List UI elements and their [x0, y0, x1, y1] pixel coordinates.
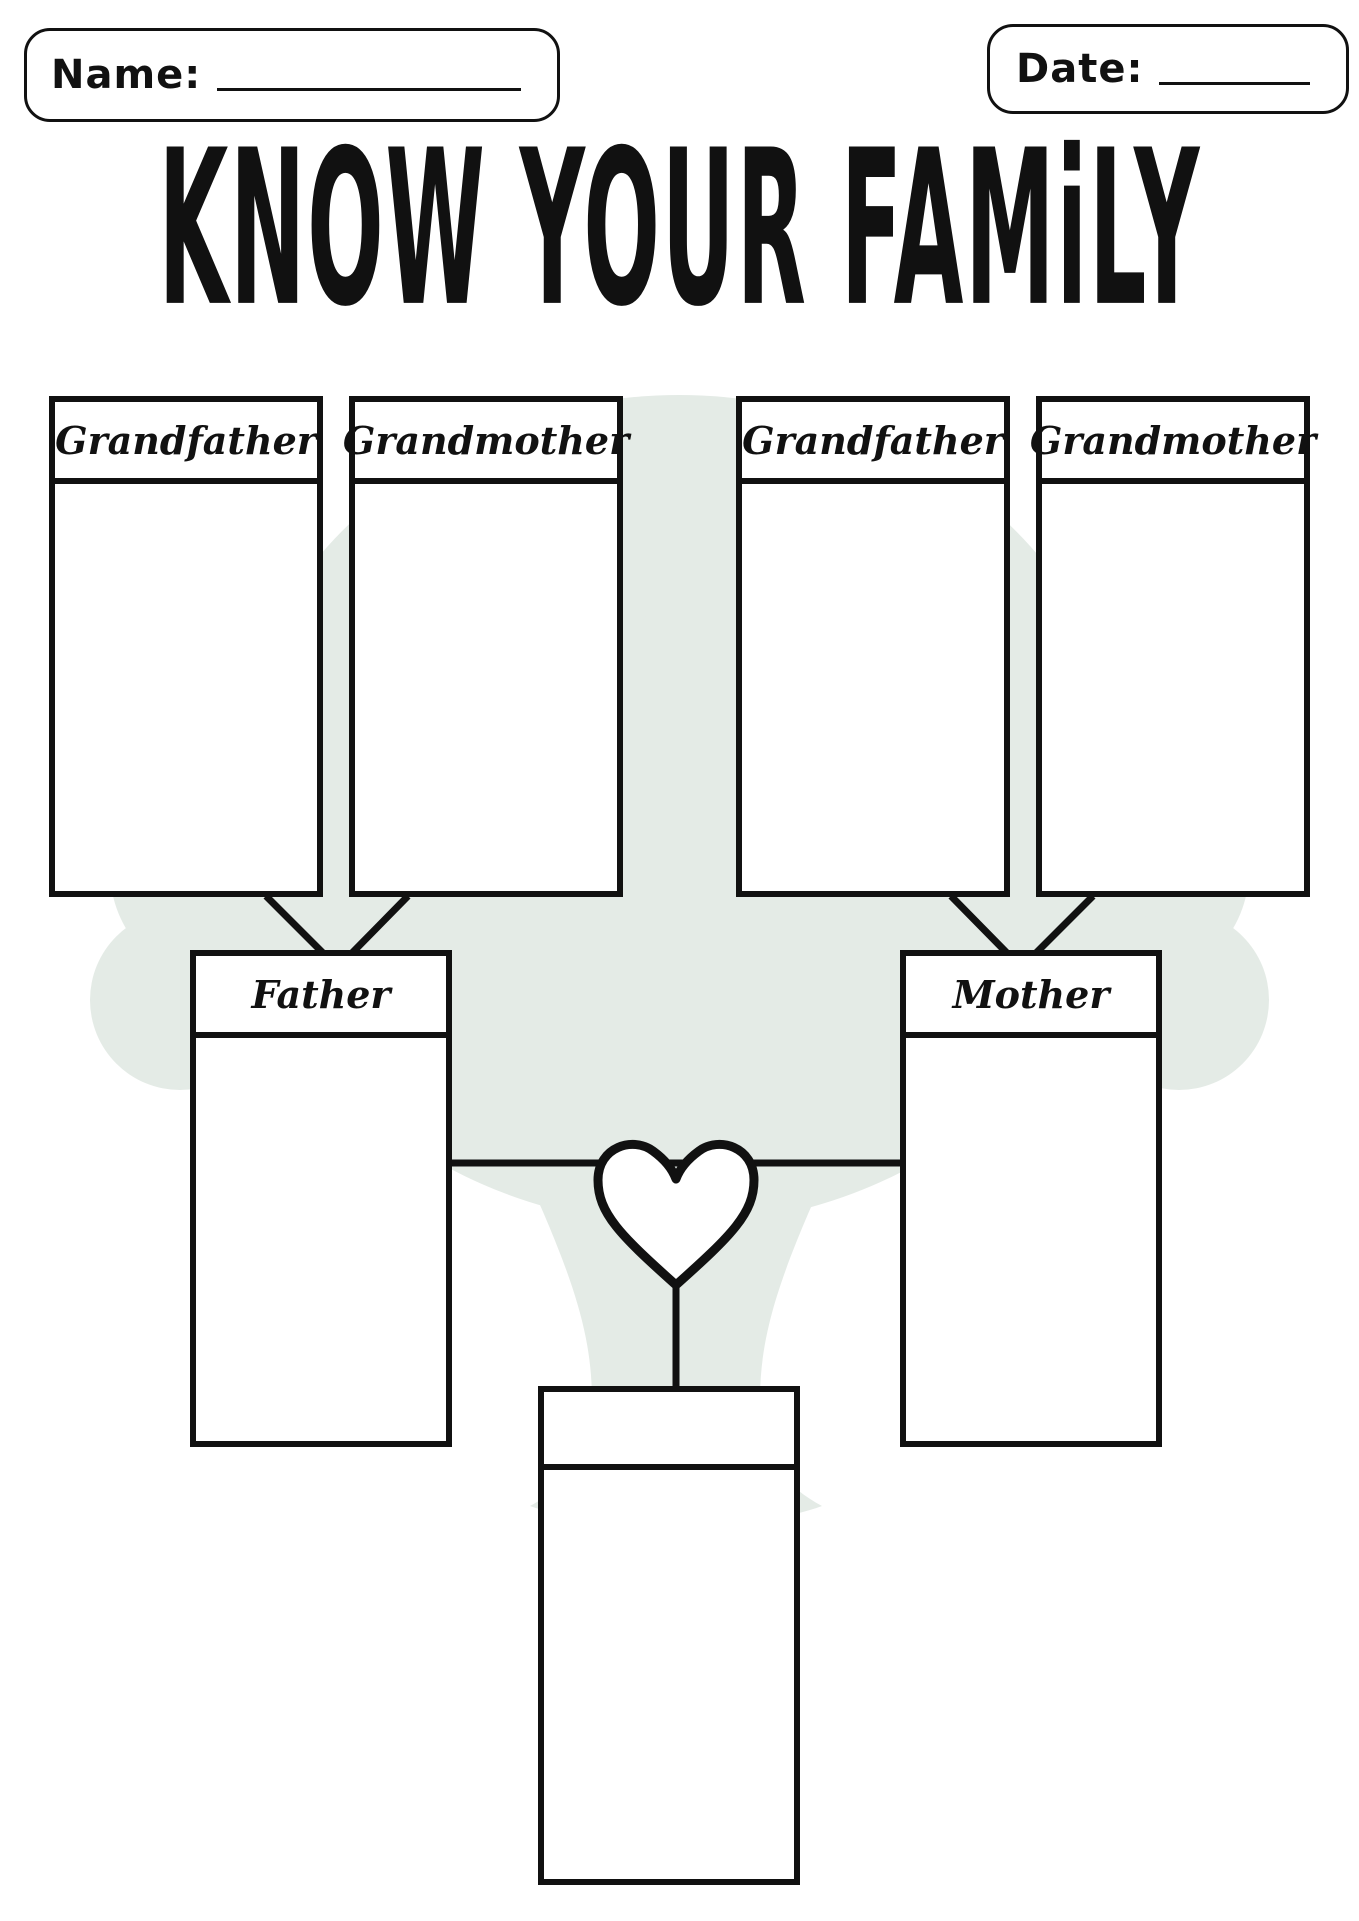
name-label: Name: — [51, 52, 202, 98]
maternal-grandfather-label: Grandfather — [742, 417, 1004, 463]
maternal-grandfather-box: Grandfather — [736, 396, 1010, 897]
date-label: Date: — [1016, 46, 1144, 92]
page-title-text: KNOW YOUR FAMiLY — [158, 104, 1201, 354]
date-input-line[interactable] — [1159, 81, 1310, 85]
paternal-grandmother-write-area[interactable] — [355, 484, 617, 891]
father-label: Father — [251, 971, 391, 1017]
mother-label: Mother — [952, 971, 1110, 1017]
date-field-box: Date: — [987, 24, 1349, 114]
mother-box: Mother — [900, 950, 1162, 1447]
paternal-grandfather-label: Grandfather — [55, 417, 317, 463]
maternal-grandfather-header: Grandfather — [742, 402, 1004, 484]
child-box — [538, 1386, 800, 1885]
child-write-area[interactable] — [544, 1470, 794, 1879]
paternal-grandmother-box: Grandmother — [343, 396, 629, 897]
name-input-line[interactable] — [217, 87, 521, 91]
page-title: KNOW YOUR FAMiLY — [0, 104, 1359, 354]
maternal-grandmother-label: Grandmother — [1029, 417, 1317, 463]
mother-header: Mother — [906, 956, 1156, 1038]
father-write-area[interactable] — [196, 1038, 446, 1441]
father-header: Father — [196, 956, 446, 1038]
mother-write-area[interactable] — [906, 1038, 1156, 1441]
maternal-grandmother-box: Grandmother — [1030, 396, 1316, 897]
name-field-box: Name: — [24, 28, 560, 122]
maternal-grandmother-header: Grandmother — [1030, 402, 1316, 484]
father-box: Father — [190, 950, 452, 1447]
paternal-grandfather-write-area[interactable] — [55, 484, 317, 891]
paternal-grandfather-box: Grandfather — [49, 396, 323, 897]
paternal-grandmother-header: Grandmother — [343, 402, 629, 484]
paternal-grandfather-header: Grandfather — [55, 402, 317, 484]
maternal-grandmother-write-area[interactable] — [1042, 484, 1304, 891]
child-header — [544, 1392, 794, 1470]
maternal-grandfather-write-area[interactable] — [742, 484, 1004, 891]
paternal-grandmother-label: Grandmother — [342, 417, 630, 463]
